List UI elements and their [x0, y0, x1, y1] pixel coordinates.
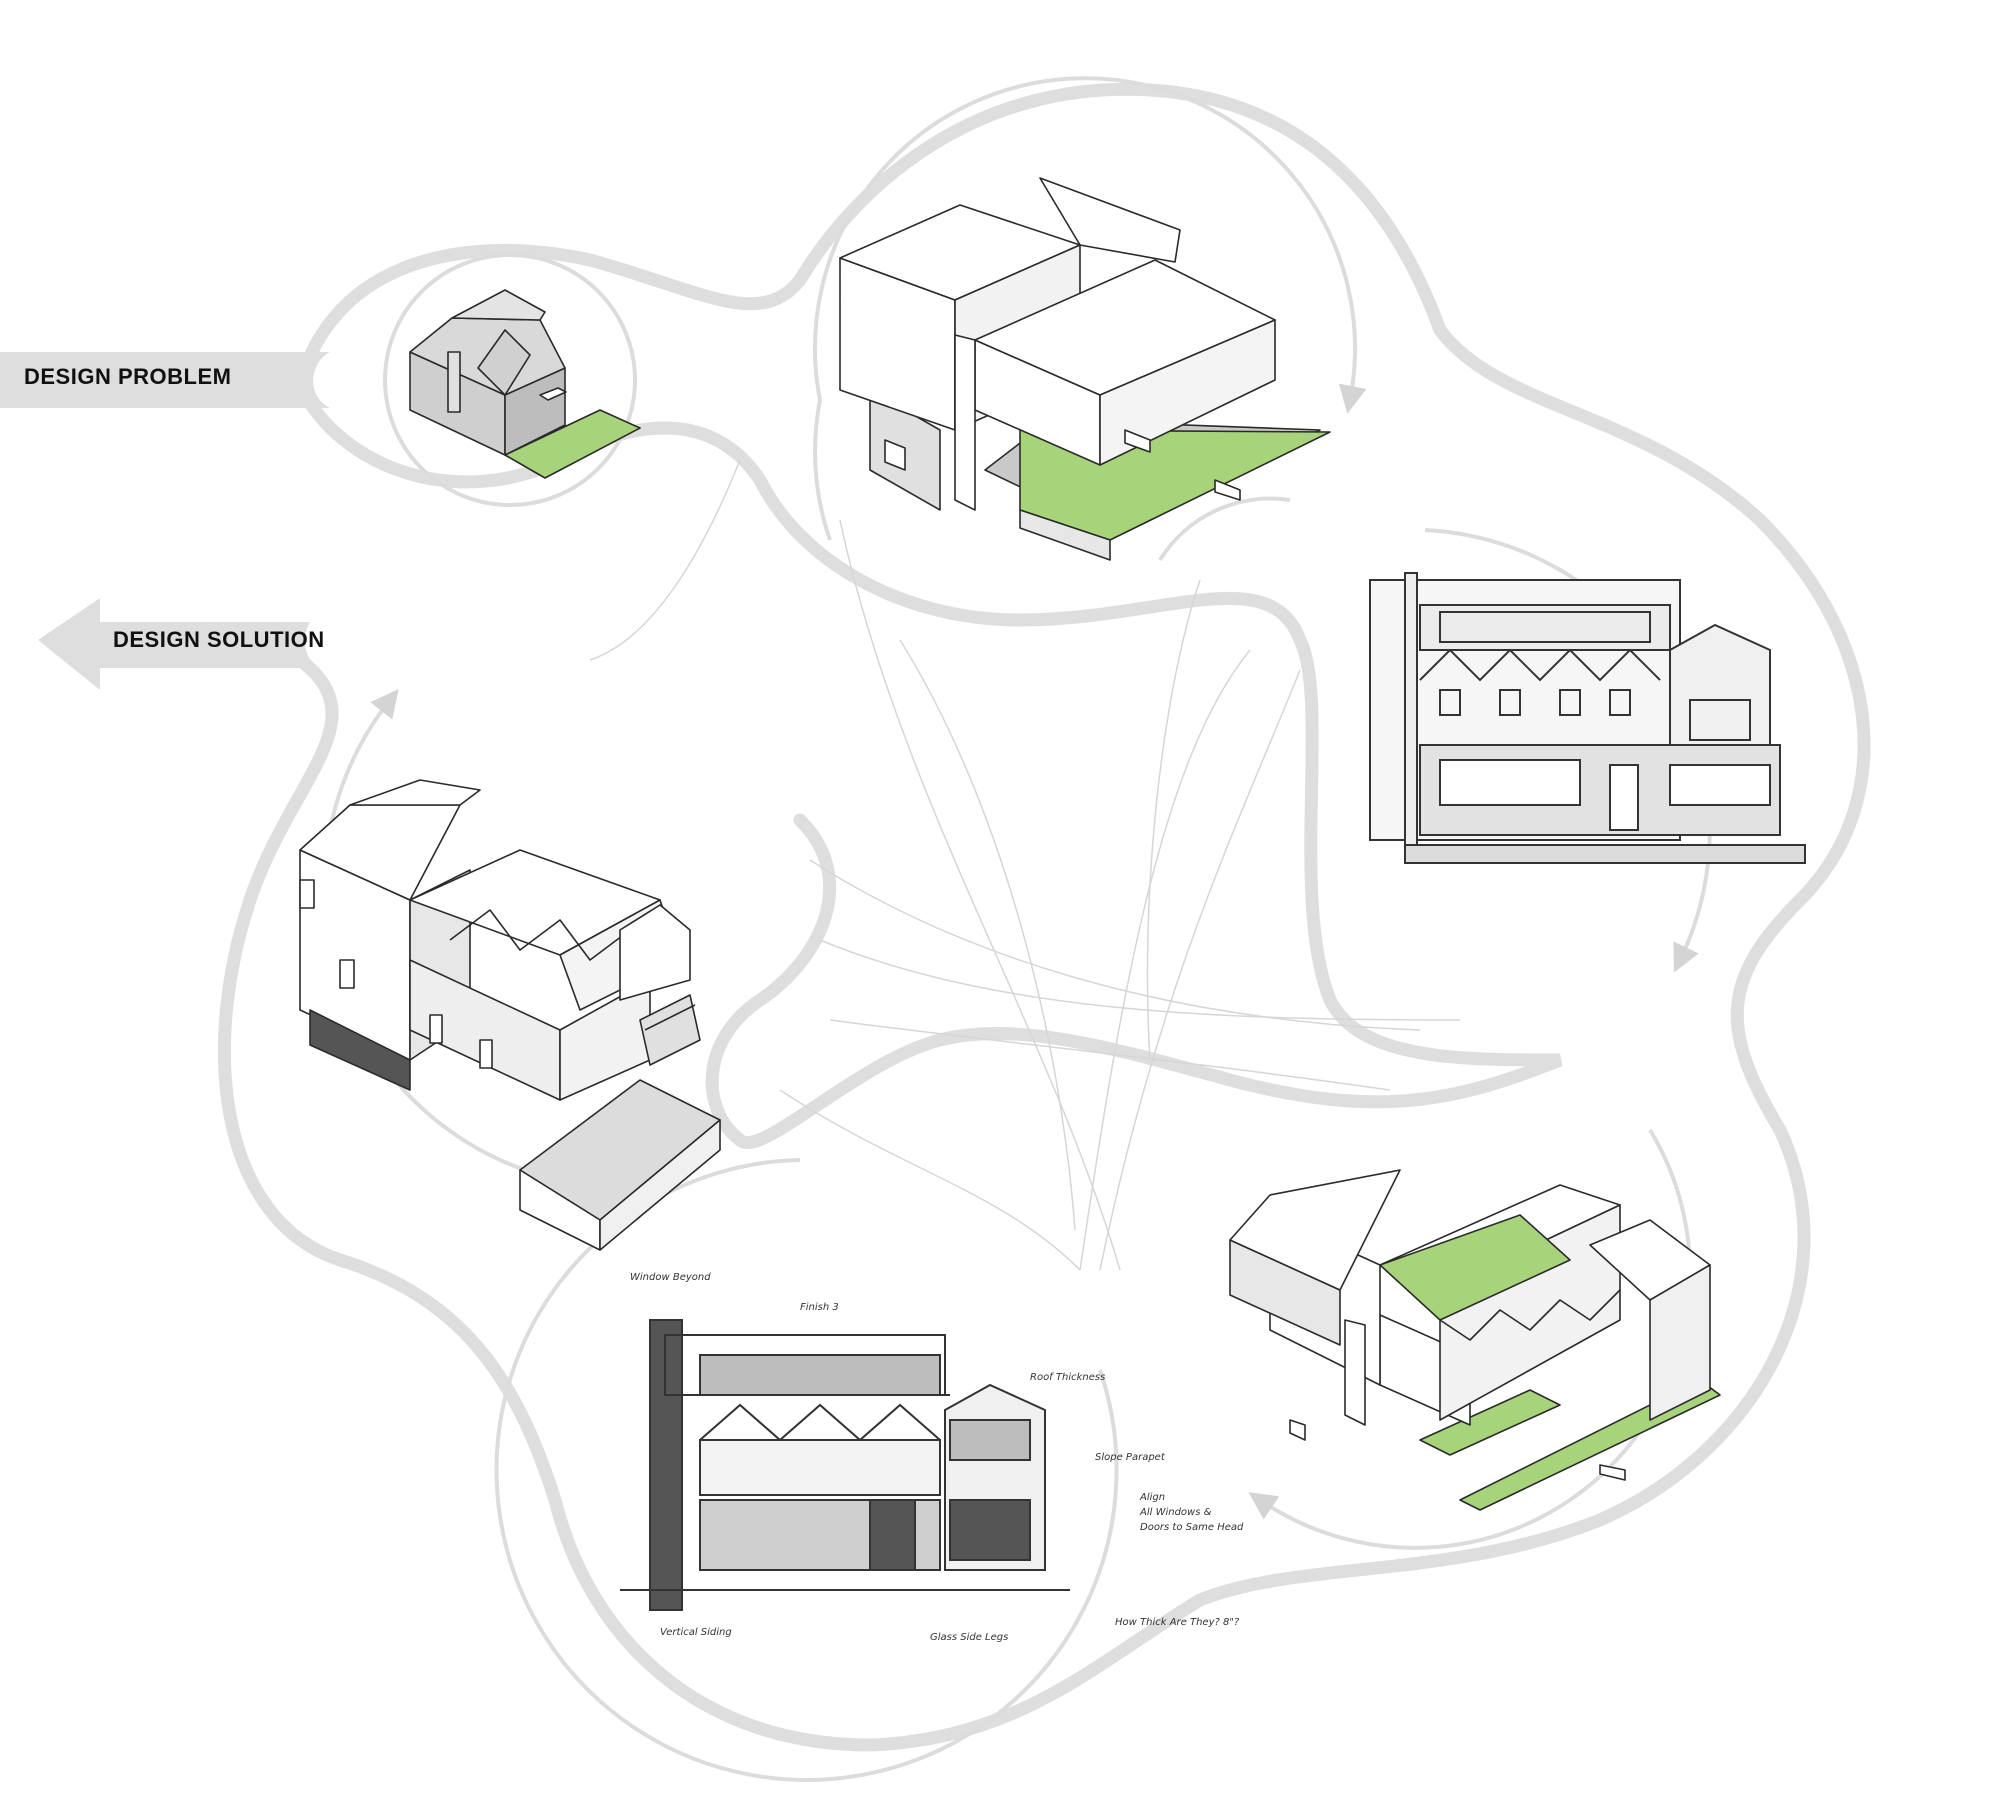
sketch-note: Vertical Siding [660, 1627, 732, 1638]
problem-input-arrow [0, 352, 330, 408]
block-massing-icon [839, 177, 1331, 561]
sketch-note: Slope Parapet [1095, 1452, 1166, 1463]
final-axonometric-icon [299, 779, 721, 1251]
outer-process-loop [217, 82, 1871, 1752]
existing-house-massing-icon [409, 289, 641, 479]
design-solution-label: DESIGN SOLUTION [113, 627, 325, 652]
sketch-note: Window Beyond [630, 1272, 711, 1283]
connection-curves [589, 459, 1461, 1271]
sketch-note: All Windows & [1139, 1507, 1212, 1518]
sketch-note: Doors to Same Head [1140, 1522, 1244, 1533]
sketch-note: Glass Side Legs [930, 1632, 1008, 1643]
solution-output-arrow [38, 598, 320, 690]
marked-up-elevation-icon: Window Beyond Finish 3 Roof Thickness Sl… [620, 1272, 1244, 1643]
elevation-drawing-icon [1369, 572, 1806, 864]
sketch-note: How Thick Are They? 8"? [1115, 1617, 1240, 1628]
sketch-note: Roof Thickness [1030, 1372, 1105, 1383]
design-problem-label: DESIGN PROBLEM [24, 364, 232, 389]
sawtooth-massing-icon [1229, 1169, 1721, 1511]
sketch-note: Finish 3 [800, 1302, 839, 1313]
sketch-note: Align [1139, 1492, 1165, 1503]
